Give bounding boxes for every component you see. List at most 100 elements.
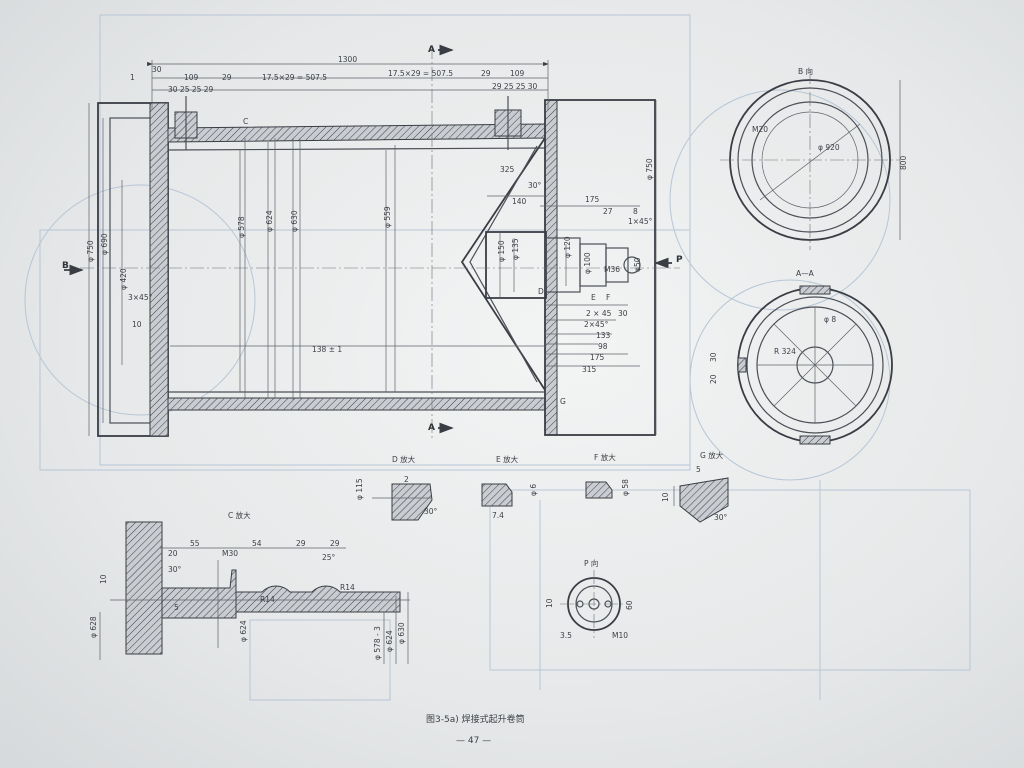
detail-f-d: φ 58 (621, 479, 630, 496)
dim-d578: φ 578 (237, 216, 246, 238)
dim-98: 98 (598, 342, 608, 351)
detail-c-m30: M30 (222, 549, 238, 558)
view-p-title: P 向 (584, 558, 598, 568)
detail-c-d624: φ 624 (239, 620, 248, 642)
view-b-d800: 800 (899, 155, 908, 170)
detail-c-d5: 5 (174, 603, 179, 612)
detail-d-d2: 2 (404, 475, 409, 484)
detail-c-d628: φ 628 (89, 616, 98, 638)
dim-chamfer: 3×45° (128, 293, 153, 302)
point-e-label: E (591, 293, 596, 302)
detail-g-title: G 放大 (700, 450, 724, 460)
detail-c-a30: 30° (168, 565, 182, 574)
detail-c-d54: 54 (252, 539, 262, 548)
view-aa-r324: R 324 (774, 347, 796, 356)
detail-c-d630: φ 630 (397, 622, 406, 644)
view-aa-title: A—A (796, 269, 815, 278)
detail-g-d5: 5 (696, 465, 701, 474)
dim-d135: φ 135 (511, 238, 520, 260)
detail-g-a30: 30° (714, 513, 728, 522)
detail-c: C 放大 20 55 M30 54 29 29 25° 30° R14 R14 … (89, 510, 410, 664)
detail-c-title: C 放大 (228, 510, 251, 520)
point-f-label: F (606, 293, 610, 302)
dim-d120: φ 120 (563, 236, 572, 258)
detail-g-d10: 10 (661, 492, 670, 502)
dim-d100: φ 100 (583, 252, 592, 274)
dim-133: 133 (596, 331, 611, 340)
dim-30: 30 (152, 65, 162, 74)
dim-109-left: 109 (184, 73, 199, 82)
detail-c-r14b: R14 (340, 583, 355, 592)
dim-d50: φ50 (633, 257, 642, 272)
detail-c-a25: 25° (322, 553, 336, 562)
view-aa-d8: φ 8 (824, 315, 836, 324)
view-p-m10: M10 (612, 631, 628, 640)
view-aa-d30b: 20 (709, 374, 718, 384)
view-b-title: B 向 (798, 66, 813, 76)
dim-27: 27 (603, 207, 613, 216)
dim-29-right: 29 (481, 69, 491, 78)
dim-2x45-a: 2 × 45 (586, 309, 612, 318)
detail-d-d115: φ 115 (355, 478, 364, 500)
flange-ref-label: 1 (130, 73, 135, 82)
dim-29-left: 29 (222, 73, 232, 82)
internal-cone (460, 137, 546, 391)
section-a-top-label: A (428, 45, 435, 55)
dim-d750-right: φ 750 (645, 158, 654, 180)
dim-1x45: 1×45° (628, 217, 653, 226)
detail-c-d10: 10 (99, 574, 108, 584)
dim-m36: M36 (604, 265, 620, 274)
view-p: P 向 10 60 3.5 M10 (545, 558, 634, 640)
detail-c-r14a: R14 (260, 595, 275, 604)
dim-1300: 1300 (338, 55, 357, 64)
arrow-p-label: P (676, 255, 683, 265)
dim-d150: φ 150 (497, 240, 506, 262)
detail-d-title: D 放大 (392, 454, 416, 464)
dim-center: 138 ± 1 (312, 345, 342, 354)
dim-angle30: 30° (528, 181, 542, 190)
view-aa: A—A R 324 φ 8 30 20 (709, 269, 893, 445)
dim-175-top: 175 (585, 195, 600, 204)
dim-315: 315 (582, 365, 597, 374)
detail-e-title: E 放大 (496, 454, 519, 464)
detail-d: D 放大 φ 115 2 30° (355, 454, 438, 521)
point-d-label: D (538, 287, 544, 296)
dim-140: 140 (512, 197, 527, 206)
point-c-label: C (243, 117, 248, 126)
dim-2x45-b: 2×45° (584, 320, 609, 329)
dim-pitch-left: 17.5×29 = 507.5 (262, 73, 327, 82)
view-p-d10: 10 (545, 598, 554, 608)
main-view-labels: A A B P C D E F G 1 1300 30 109 29 17.5×… (62, 45, 683, 433)
arrow-b-label: B (62, 261, 69, 271)
figure-caption: 图3-5a) 焊接式起升卷筒 (426, 713, 525, 725)
view-b-d920: φ 920 (818, 143, 840, 152)
dim-pitch-right: 17.5×29 = 507.5 (388, 69, 453, 78)
view-p-d35: 3.5 (560, 631, 572, 640)
detail-d-a30: 30° (424, 507, 438, 516)
point-g-label: G (560, 397, 566, 406)
detail-g: G 放大 5 10 30° (661, 450, 729, 523)
view-aa-d30a: 30 (709, 352, 718, 362)
dim-d624: φ 624 (265, 210, 274, 232)
dim-d750-left: φ 750 (86, 240, 95, 262)
view-b: B 向 φ 920 M20 800 (720, 66, 908, 250)
dim-d559: φ 559 (383, 206, 392, 228)
detail-c-d578: φ 578 - 3 (373, 626, 382, 660)
page-number: — 47 — (456, 736, 491, 746)
detail-c-d624b: φ 624 (385, 630, 394, 652)
view-p-d60: 60 (625, 600, 634, 610)
view-b-m20: M20 (752, 125, 768, 134)
dim-10: 10 (132, 320, 142, 329)
drum-shell-bottom (167, 397, 546, 411)
dim-30-r: 30 (618, 309, 628, 318)
section-a-bottom-label: A (428, 423, 435, 433)
detail-f: F 放大 φ 58 (585, 452, 630, 499)
drum-shell-top (167, 123, 546, 143)
dim-d420: φ 420 (119, 268, 128, 290)
detail-e-d: φ 6 (529, 484, 538, 496)
dim-d690: φ 690 (100, 233, 109, 255)
dim-d630: φ 630 (290, 210, 299, 232)
main-section-view (64, 44, 680, 440)
detail-c-d29b: 29 (330, 539, 340, 548)
